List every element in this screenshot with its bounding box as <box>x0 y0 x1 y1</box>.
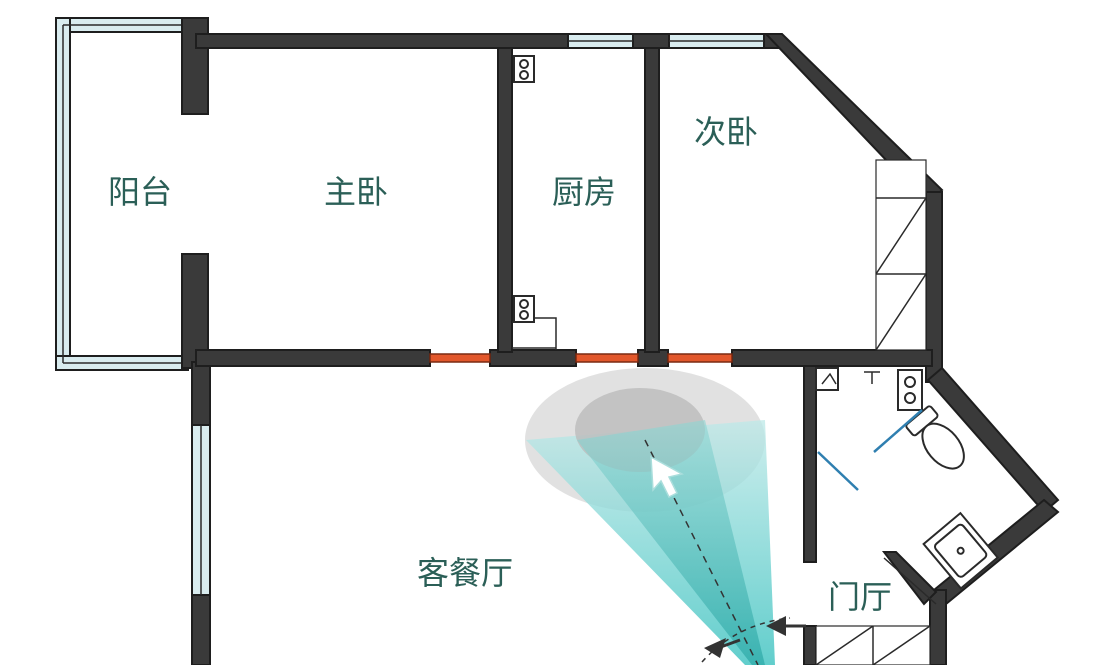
room-labels: 阳台 主卧 厨房 次卧 客餐厅 门厅 <box>108 113 892 616</box>
entrance-cabinet <box>815 625 931 665</box>
room-label-kitchen: 厨房 <box>552 173 616 211</box>
wardrobe <box>875 159 927 351</box>
camera-view-cone-icon <box>525 368 775 665</box>
balcony-window-frame <box>55 17 189 371</box>
room-label-living-dining: 客餐厅 <box>417 554 513 592</box>
entrance-arrow-icon <box>701 616 806 663</box>
kitchen-fixtures <box>512 55 557 350</box>
sliding-doors <box>429 353 733 363</box>
room-label-second-bedroom: 次卧 <box>694 113 758 151</box>
room-label-balcony: 阳台 <box>108 173 172 211</box>
room-label-master-bedroom: 主卧 <box>324 173 388 211</box>
bathroom-fixtures <box>815 367 1000 605</box>
top-windows <box>191 33 765 596</box>
view-direction-arrow-icon <box>650 455 685 499</box>
room-label-entrance-hall: 门厅 <box>828 578 892 616</box>
